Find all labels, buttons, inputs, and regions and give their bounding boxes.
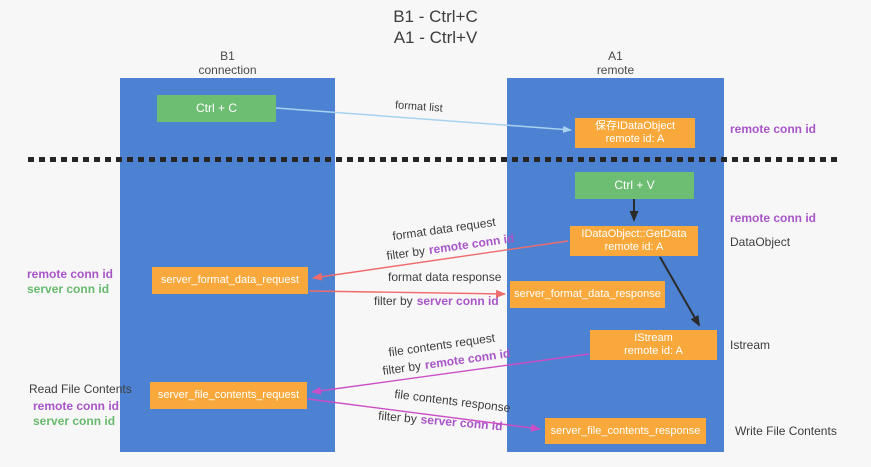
label-remote-conn-id-left: remote conn id bbox=[27, 267, 114, 281]
server-format-data-response-label: server_format_data_response bbox=[514, 288, 661, 300]
istream-line1: IStream bbox=[634, 332, 673, 344]
node-ctrl-c: Ctrl + C bbox=[157, 95, 276, 122]
label-dataobject: DataObject bbox=[730, 235, 791, 249]
filter-by-text: filter by bbox=[377, 408, 418, 426]
title-line-2: A1 - Ctrl+V bbox=[393, 28, 478, 47]
filter-by-text: filter by bbox=[374, 294, 413, 308]
lane-a1-subtitle: remote bbox=[596, 63, 635, 77]
label-read-file-contents: Read File Contents bbox=[29, 382, 132, 396]
label-write-file-contents: Write File Contents bbox=[735, 424, 837, 438]
node-server-file-contents-request: server_file_contents_request bbox=[150, 382, 307, 409]
label-istream: Istream bbox=[730, 338, 771, 352]
node-ctrl-v: Ctrl + V bbox=[575, 172, 694, 199]
lane-b1-header: B1 connection bbox=[120, 49, 335, 77]
label-server-conn-id-left-2: server conn id bbox=[33, 414, 116, 428]
server-file-contents-response-label: server_file_contents_response bbox=[550, 424, 701, 437]
lane-b1-subtitle: connection bbox=[198, 63, 257, 77]
lane-a1-header: A1 remote bbox=[507, 49, 724, 77]
ctrl-v-label: Ctrl + V bbox=[614, 178, 655, 192]
server-conn-id-text: server conn id bbox=[420, 412, 504, 434]
ctrl-c-label: Ctrl + C bbox=[195, 101, 237, 115]
label-remote-conn-id-left-2: remote conn id bbox=[33, 399, 120, 413]
dashed-divider-line bbox=[28, 157, 840, 162]
node-server-file-contents-response: server_file_contents_response bbox=[545, 418, 706, 444]
server-file-contents-request-label: server_file_contents_request bbox=[157, 389, 300, 401]
filter-by-text: filter by bbox=[381, 358, 422, 378]
server-conn-id-text: server conn id bbox=[416, 294, 499, 308]
node-save-idataobject: 保存IDataObject remote id: A bbox=[575, 118, 695, 148]
node-server-format-data-response: server_format_data_response bbox=[510, 281, 665, 308]
istream-line2: remote id: A bbox=[624, 345, 683, 357]
label-format-data-response: format data response bbox=[388, 270, 502, 284]
title-line-1: B1 - Ctrl+C bbox=[393, 7, 478, 26]
save-idataobject-line1: 保存IDataObject bbox=[594, 120, 676, 132]
diagram-title: B1 - Ctrl+C A1 - Ctrl+V bbox=[0, 6, 871, 48]
lane-b1-title: B1 bbox=[220, 49, 235, 63]
getdata-line1: IDataObject::GetData bbox=[581, 228, 687, 240]
node-idataobject-getdata: IDataObject::GetData remote id: A bbox=[570, 226, 698, 256]
label-server-conn-id-left: server conn id bbox=[27, 282, 110, 296]
node-istream: IStream remote id: A bbox=[590, 330, 717, 360]
label-remote-conn-id-right-top: remote conn id bbox=[730, 122, 817, 136]
filter-by-text: filter by bbox=[385, 243, 426, 263]
node-server-format-data-request: server_format_data_request bbox=[152, 267, 308, 294]
getdata-line2: remote id: A bbox=[604, 241, 664, 253]
server-format-data-request-label: server_format_data_request bbox=[160, 274, 300, 286]
save-idataobject-line2: remote id: A bbox=[605, 133, 665, 145]
lane-a1-title: A1 bbox=[608, 49, 623, 63]
label-remote-conn-id-right-mid: remote conn id bbox=[730, 211, 817, 225]
label-format-list: format list bbox=[394, 99, 444, 115]
